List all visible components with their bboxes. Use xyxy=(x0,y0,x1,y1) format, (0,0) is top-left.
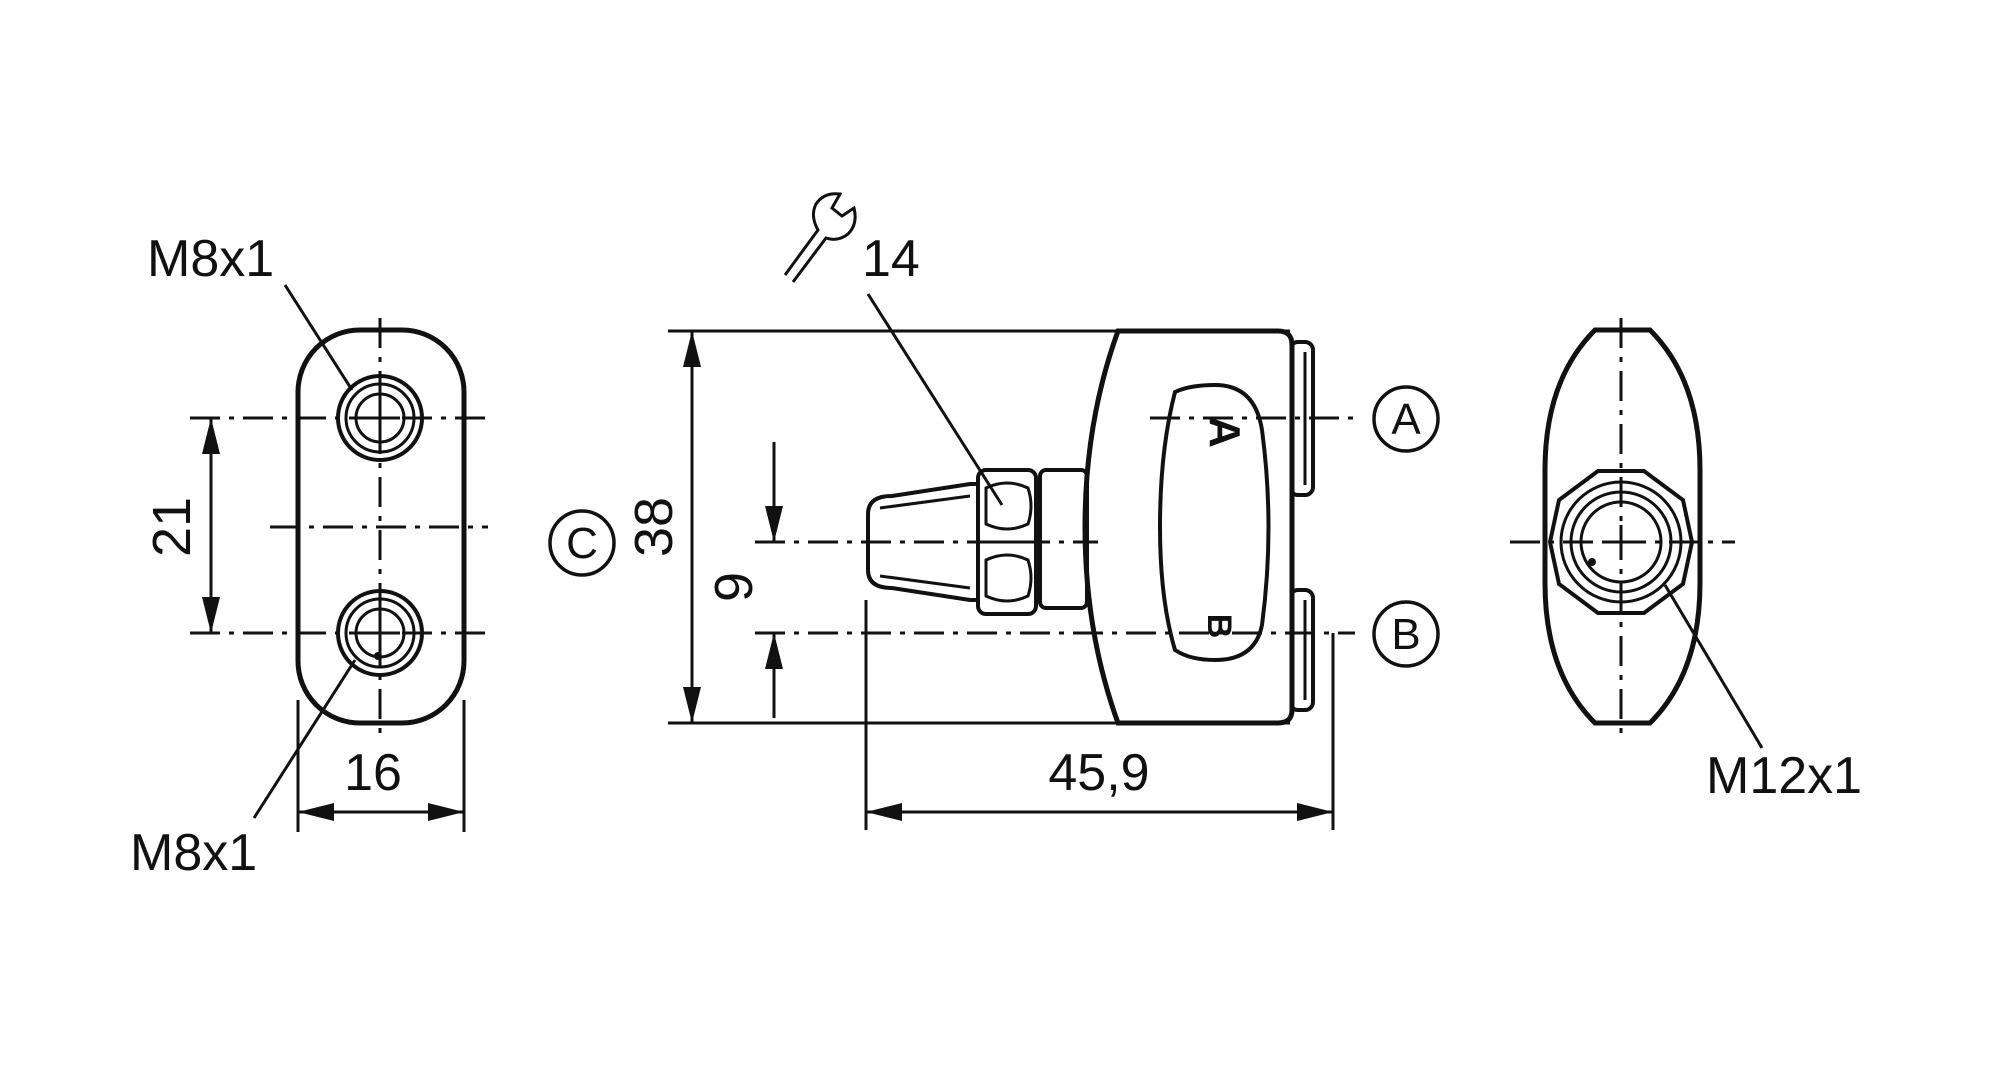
front-view-wrench-size-label: 14 xyxy=(862,230,920,288)
front-view-length-label: 45,9 xyxy=(1048,744,1149,802)
front-view-marker-b: B xyxy=(1391,610,1420,659)
front-view-length-dimension: 45,9 xyxy=(864,600,1335,830)
left-view-top-port xyxy=(336,374,424,462)
front-view-height-dimension: 38 xyxy=(624,331,701,723)
right-view-thread-label: M12x1 xyxy=(1706,747,1862,805)
front-view-process-thread xyxy=(866,482,980,602)
front-view-housing-letter-b: B xyxy=(1200,614,1238,639)
front-view-marker-c-circle xyxy=(548,509,616,577)
left-view-width-label: 16 xyxy=(344,744,402,802)
front-view-marker-c: C xyxy=(566,519,598,568)
front-view-housing-letter-a: A xyxy=(1200,416,1249,448)
left-view-spacing-label: 21 xyxy=(142,497,202,557)
left-view-bottom-thread-leader xyxy=(252,659,357,819)
front-view-wrench-size: 14 xyxy=(783,192,1004,506)
left-view: 21 16 M8x1 M8x1 xyxy=(130,230,488,882)
left-view-bottom-port xyxy=(336,589,424,677)
front-view-marker-a: A xyxy=(1391,395,1421,444)
left-view-bottom-thread-label: M8x1 xyxy=(130,824,257,882)
front-view-offset-label: 9 xyxy=(704,572,764,602)
left-view-width-dimension: 16 xyxy=(296,700,466,832)
wrench-icon xyxy=(783,192,857,283)
front-view-marker-a-circle xyxy=(1372,385,1440,453)
right-view-process-connection xyxy=(1547,469,1695,615)
front-view-height-label: 38 xyxy=(624,497,684,557)
front-view: A B 38 C xyxy=(548,192,1440,830)
front-view-housing xyxy=(1082,328,1295,726)
front-view-collar xyxy=(1038,468,1089,610)
front-view-label-plate xyxy=(1157,382,1271,663)
left-view-top-thread-leader xyxy=(283,284,354,391)
left-view-spacing-dimension: 21 xyxy=(142,418,220,633)
left-view-top-thread-label: M8x1 xyxy=(147,230,274,288)
front-view-marker-b-circle xyxy=(1372,600,1440,668)
right-view: M12x1 xyxy=(1510,318,1862,805)
front-view-wrench-leader xyxy=(866,293,1004,506)
right-view-thread-leader xyxy=(1663,584,1764,749)
front-view-offset-dimension: 9 xyxy=(704,442,783,718)
